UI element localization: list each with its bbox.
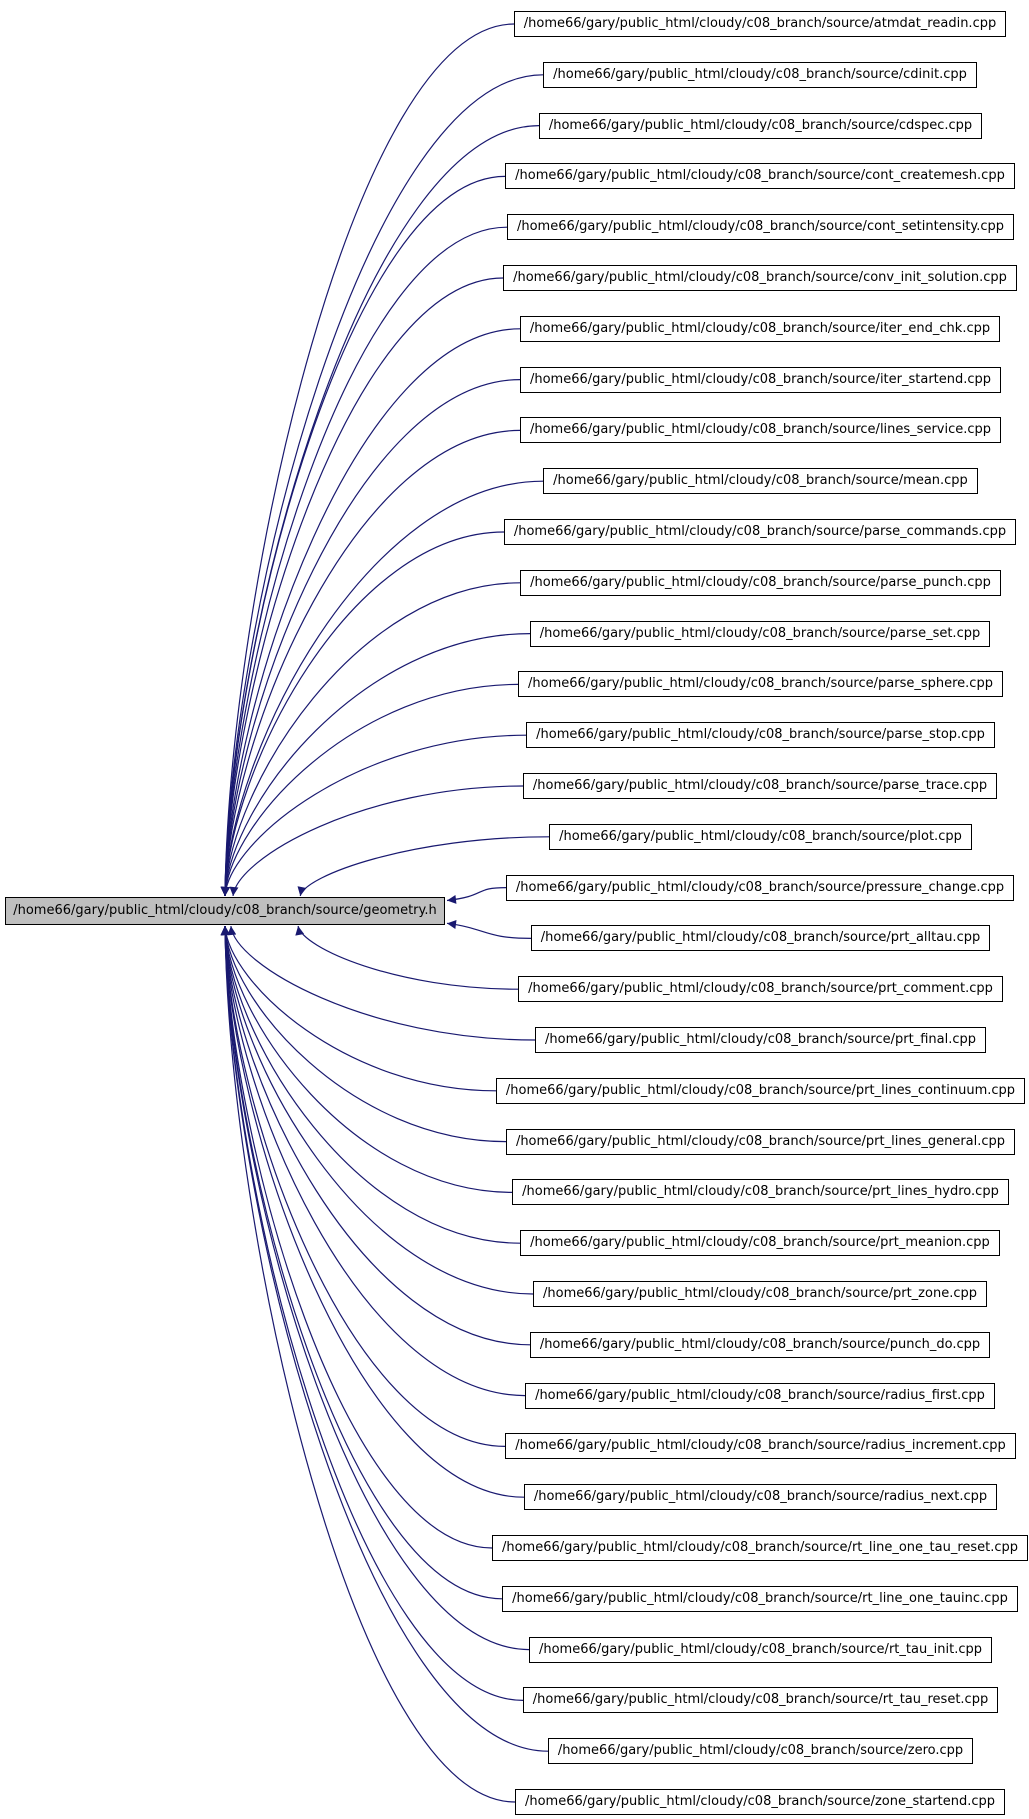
file-node-parse-commands[interactable]: /home66/gary/public_html/cloudy/c08_bran…: [504, 519, 1016, 545]
edge-30: [220, 925, 493, 1549]
file-node-radius-first[interactable]: /home66/gary/public_html/cloudy/c08_bran…: [525, 1383, 995, 1409]
file-node-prt-lines-general[interactable]: /home66/gary/public_html/cloudy/c08_bran…: [506, 1129, 1015, 1155]
file-node-punch-do[interactable]: /home66/gary/public_html/cloudy/c08_bran…: [530, 1332, 990, 1358]
edge-26: [220, 925, 531, 1346]
edge-4: [220, 226, 508, 897]
file-node-conv-init-solution[interactable]: /home66/gary/public_html/cloudy/c08_bran…: [503, 265, 1017, 291]
edge-8: [220, 429, 521, 897]
edge-1: [220, 74, 544, 897]
root-node-geometry-h: /home66/gary/public_html/cloudy/c08_bran…: [5, 897, 445, 925]
edge-3: [220, 175, 506, 897]
edge-7: [220, 379, 521, 897]
edge-9: [220, 480, 544, 897]
file-node-iter-end-chk[interactable]: /home66/gary/public_html/cloudy/c08_bran…: [520, 316, 1000, 342]
file-node-zero[interactable]: /home66/gary/public_html/cloudy/c08_bran…: [548, 1738, 973, 1764]
file-node-radius-next[interactable]: /home66/gary/public_html/cloudy/c08_bran…: [524, 1484, 997, 1510]
edge-34: [220, 925, 549, 1752]
edge-17: [446, 887, 507, 904]
file-node-mean[interactable]: /home66/gary/public_html/cloudy/c08_bran…: [543, 468, 978, 494]
file-node-radius-increment[interactable]: /home66/gary/public_html/cloudy/c08_bran…: [505, 1433, 1016, 1459]
file-node-cont-createmesh[interactable]: /home66/gary/public_html/cloudy/c08_bran…: [505, 163, 1015, 189]
edge-19: [295, 925, 519, 990]
file-node-prt-zone[interactable]: /home66/gary/public_html/cloudy/c08_bran…: [533, 1281, 987, 1307]
file-node-rt-tau-reset[interactable]: /home66/gary/public_html/cloudy/c08_bran…: [523, 1687, 998, 1713]
edge-6: [220, 328, 521, 897]
file-node-parse-sphere[interactable]: /home66/gary/public_html/cloudy/c08_bran…: [518, 671, 1003, 697]
edge-35: [220, 925, 516, 1803]
file-node-iter-startend[interactable]: /home66/gary/public_html/cloudy/c08_bran…: [520, 367, 1001, 393]
edge-15: [229, 785, 524, 897]
edge-5: [220, 277, 504, 897]
file-node-lines-service[interactable]: /home66/gary/public_html/cloudy/c08_bran…: [520, 417, 1001, 443]
edge-32: [220, 925, 530, 1651]
edge-21: [221, 925, 497, 1092]
file-node-prt-final[interactable]: /home66/gary/public_html/cloudy/c08_bran…: [535, 1027, 986, 1053]
edge-27: [220, 925, 526, 1397]
edge-18: [446, 920, 532, 939]
edge-20: [227, 925, 536, 1041]
edge-29: [220, 925, 525, 1498]
file-node-prt-comment[interactable]: /home66/gary/public_html/cloudy/c08_bran…: [518, 976, 1003, 1002]
file-node-rt-line-one-tau-reset[interactable]: /home66/gary/public_html/cloudy/c08_bran…: [492, 1535, 1028, 1561]
file-node-rt-line-one-tauinc[interactable]: /home66/gary/public_html/cloudy/c08_bran…: [502, 1586, 1018, 1612]
file-node-cdinit[interactable]: /home66/gary/public_html/cloudy/c08_bran…: [543, 62, 977, 88]
file-node-parse-punch[interactable]: /home66/gary/public_html/cloudy/c08_bran…: [520, 570, 1001, 596]
edge-14: [221, 734, 527, 897]
file-node-cdspec[interactable]: /home66/gary/public_html/cloudy/c08_bran…: [539, 113, 982, 139]
file-node-parse-set[interactable]: /home66/gary/public_html/cloudy/c08_bran…: [530, 621, 990, 647]
edge-16: [297, 836, 550, 897]
file-node-rt-tau-init[interactable]: /home66/gary/public_html/cloudy/c08_bran…: [529, 1637, 992, 1663]
edge-13: [221, 683, 519, 897]
edge-31: [220, 925, 503, 1600]
file-node-parse-stop[interactable]: /home66/gary/public_html/cloudy/c08_bran…: [526, 722, 995, 748]
edge-25: [220, 925, 534, 1295]
edge-11: [220, 582, 521, 897]
file-node-zone-startend[interactable]: /home66/gary/public_html/cloudy/c08_bran…: [515, 1789, 1005, 1815]
file-node-prt-alltau[interactable]: /home66/gary/public_html/cloudy/c08_bran…: [531, 925, 990, 951]
file-node-parse-trace[interactable]: /home66/gary/public_html/cloudy/c08_bran…: [523, 773, 997, 799]
edge-12: [220, 633, 531, 897]
file-node-prt-lines-hydro[interactable]: /home66/gary/public_html/cloudy/c08_bran…: [512, 1179, 1009, 1205]
edge-0: [220, 23, 515, 897]
edge-24: [220, 925, 521, 1244]
edge-22: [220, 925, 507, 1143]
file-node-atmdat-readin[interactable]: /home66/gary/public_html/cloudy/c08_bran…: [514, 11, 1006, 37]
edge-23: [220, 925, 513, 1193]
file-node-prt-lines-continuum[interactable]: /home66/gary/public_html/cloudy/c08_bran…: [496, 1078, 1025, 1104]
edge-28: [220, 925, 506, 1447]
file-node-prt-meanion[interactable]: /home66/gary/public_html/cloudy/c08_bran…: [520, 1230, 1000, 1256]
file-node-pressure-change[interactable]: /home66/gary/public_html/cloudy/c08_bran…: [506, 875, 1014, 901]
edge-10: [220, 531, 505, 897]
file-node-plot[interactable]: /home66/gary/public_html/cloudy/c08_bran…: [549, 824, 972, 850]
file-node-cont-setintensity[interactable]: /home66/gary/public_html/cloudy/c08_bran…: [507, 214, 1014, 240]
edge-2: [220, 125, 540, 897]
